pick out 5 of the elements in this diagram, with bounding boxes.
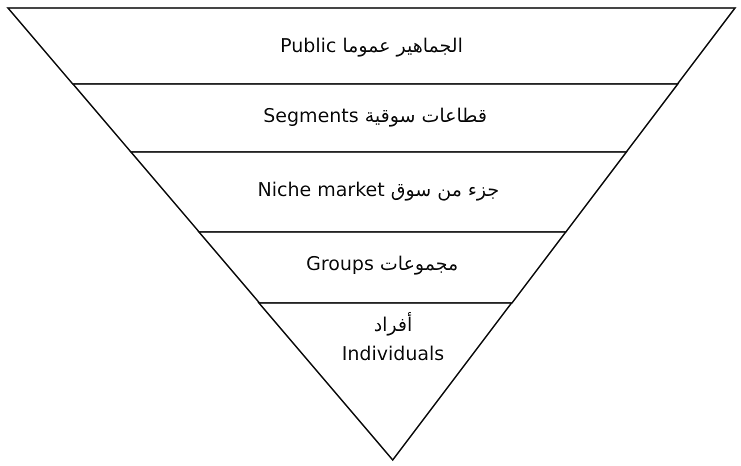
band-label: الجماهير عموما Public <box>279 34 464 59</box>
band-label: قطاعات سوقية Segments <box>262 104 488 129</box>
band-label: جزء من سوق Niche market <box>256 178 500 203</box>
band-label: مجموعات Groups <box>305 252 460 277</box>
band-label: أفراد Individuals <box>340 311 446 366</box>
